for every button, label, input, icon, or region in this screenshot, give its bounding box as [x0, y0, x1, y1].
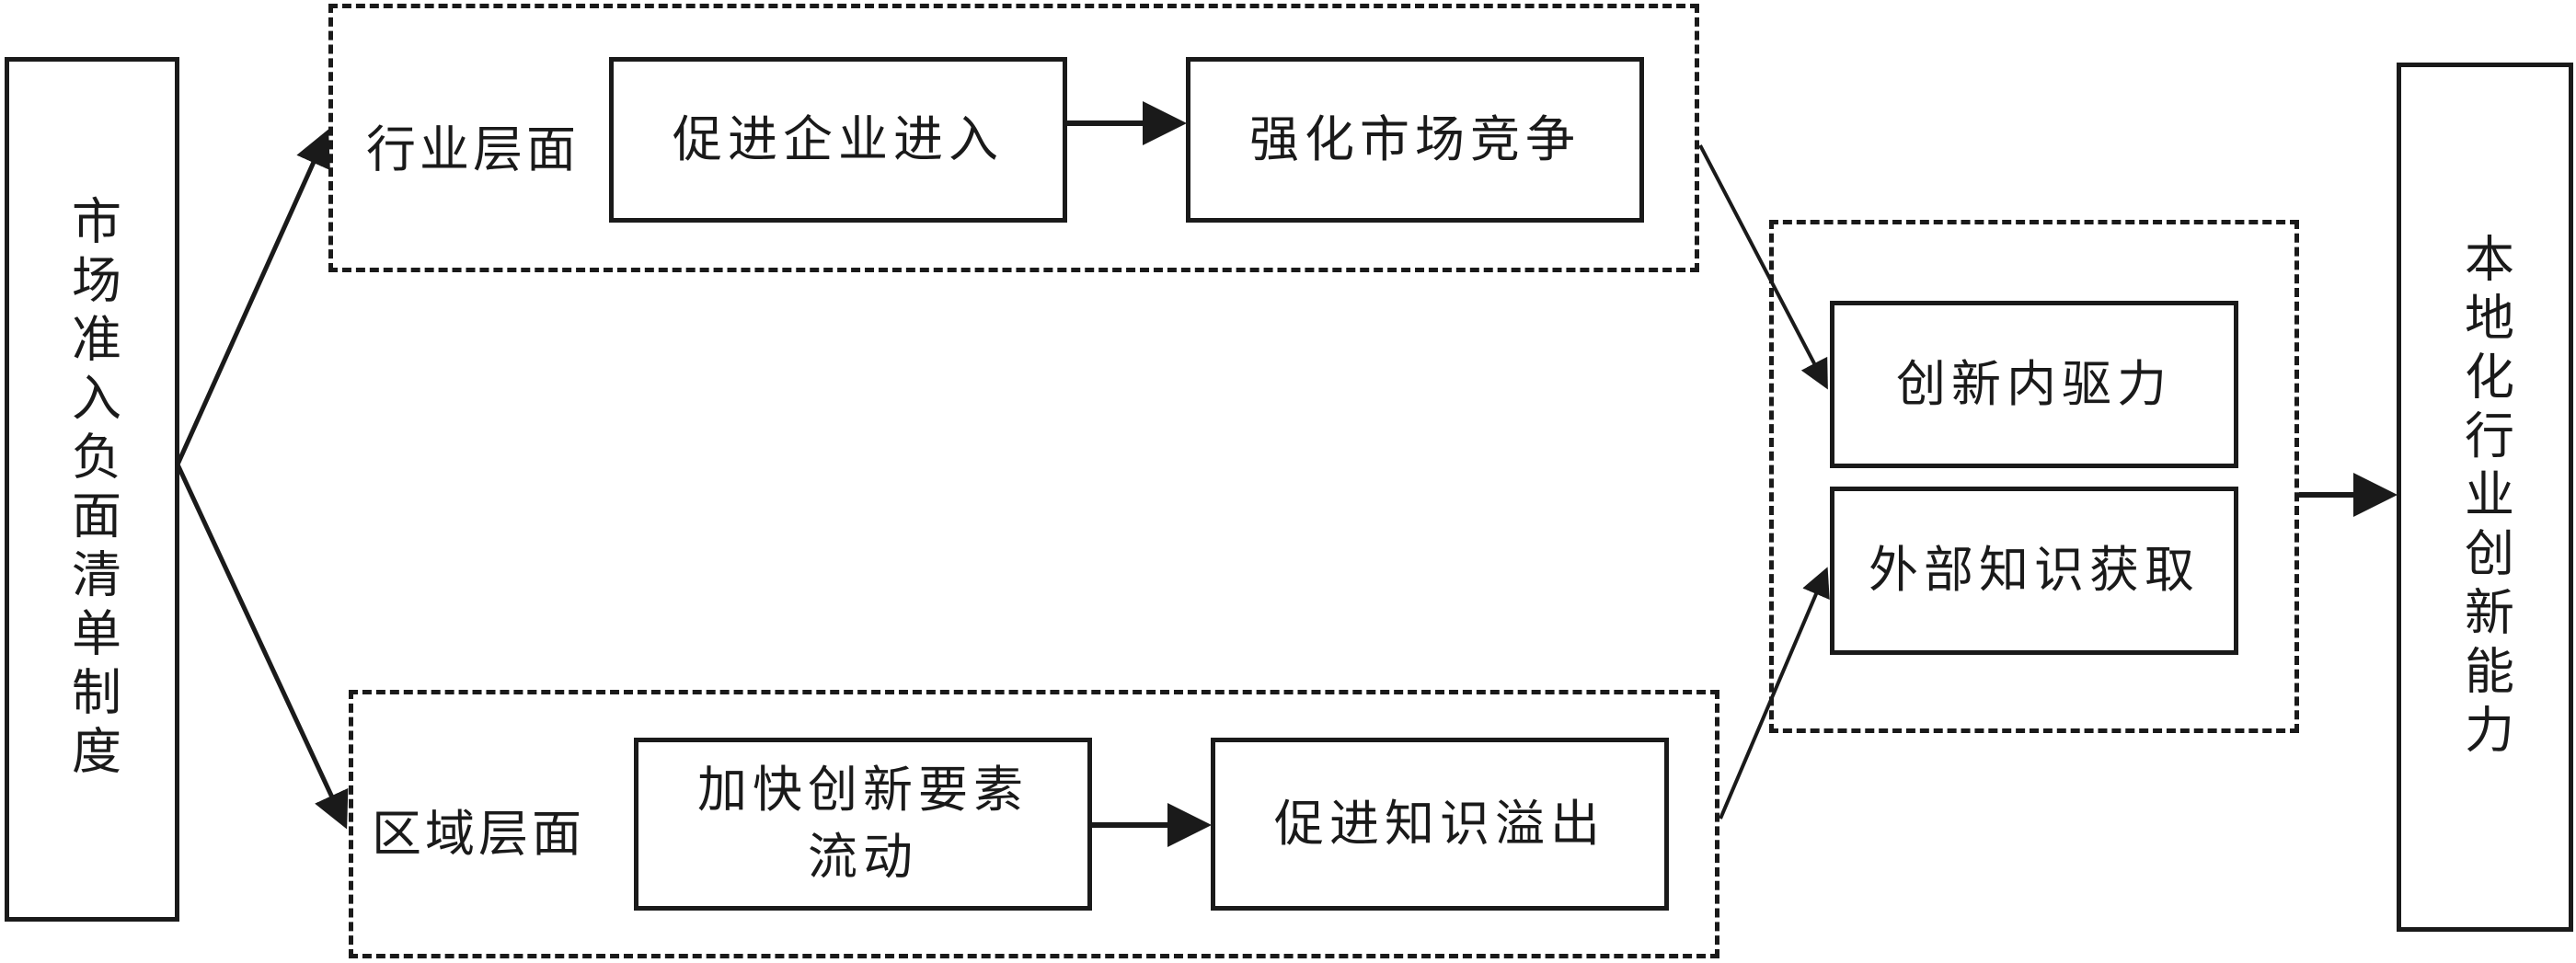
mechanism-innovation-drive-label: 创新内驱力: [1896, 354, 2172, 413]
arrow-source-to-industry: [175, 129, 330, 466]
industry-level-group: [328, 4, 1699, 272]
arrow-source-to-regional: [175, 463, 349, 830]
source-node: 市场准入负面清单制度: [5, 57, 179, 922]
outcome-node: 本地化行业创新能力: [2397, 63, 2573, 932]
step-innovation-factor-flow-label: 加快创新要素流动: [697, 761, 1029, 886]
step-market-competition: 强化市场竞争: [1186, 57, 1644, 223]
step-enterprise-entry: 促进企业进入: [609, 57, 1067, 223]
regional-level-group: [349, 690, 1719, 958]
outcome-label: 本地化行业创新能力: [2455, 232, 2514, 762]
step-market-competition-label: 强化市场竞争: [1249, 109, 1581, 168]
step-knowledge-spillover: 促进知识溢出: [1211, 738, 1669, 911]
mechanism-external-knowledge: 外部知识获取: [1830, 487, 2238, 655]
arrow-competition-to-drive: [1698, 144, 1828, 390]
step-enterprise-entry-label: 促进企业进入: [673, 109, 1004, 168]
arrow-spillover-to-knowledge: [1719, 567, 1830, 820]
step-knowledge-spillover-label: 促进知识溢出: [1274, 794, 1605, 853]
industry-level-title: 行业层面: [366, 120, 580, 178]
mechanism-external-knowledge-label: 外部知识获取: [1869, 541, 2200, 600]
mechanism-group: [1769, 220, 2299, 733]
regional-level-title: 区域层面: [372, 805, 585, 863]
source-label: 市场准入负面清单制度: [63, 195, 121, 784]
mechanism-innovation-drive: 创新内驱力: [1830, 301, 2238, 468]
step-innovation-factor-flow: 加快创新要素流动: [634, 738, 1092, 911]
